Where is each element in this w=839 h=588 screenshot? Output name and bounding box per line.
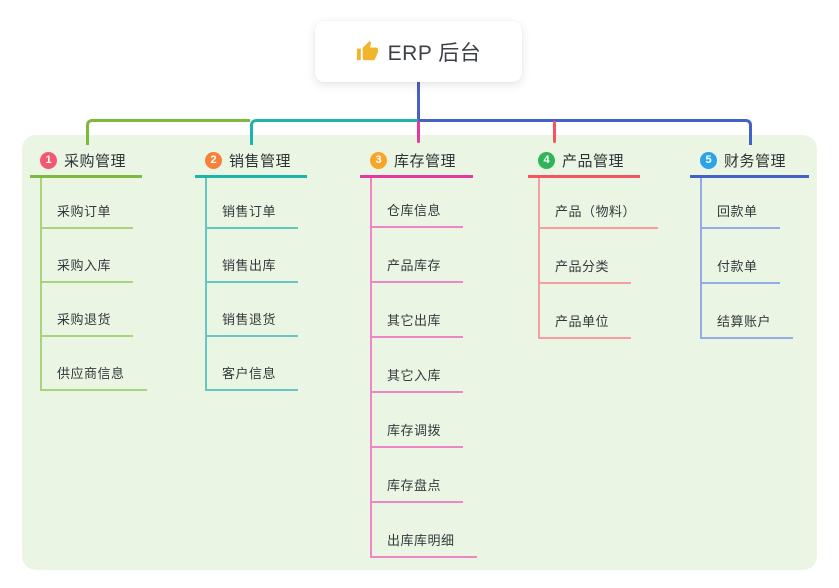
connector-branch-1 [86,119,250,145]
mindmap-node[interactable]: 仓库信息 [372,200,464,228]
mindmap-node[interactable]: 其它出库 [372,310,464,338]
branch-badge-1: 1 [40,152,57,169]
branch-label: 产品管理 [562,153,625,170]
connector-branch-5 [418,119,752,145]
branch-node-sales[interactable]: 2 销售管理 [195,146,307,178]
branches-panel [22,135,817,570]
mindmap-node[interactable]: 库存盘点 [372,475,464,503]
branch-children: 仓库信息 产品库存 其它出库 其它入库 库存调拨 库存盘点 出库库明细 [370,178,477,558]
connector-root-trunk [417,82,420,120]
mindmap-node[interactable]: 采购退货 [42,309,134,337]
mindmap-node[interactable]: 产品分类 [540,256,632,284]
mindmap-node[interactable]: 采购订单 [42,201,134,229]
mindmap-node[interactable]: 销售订单 [207,201,299,229]
branch-badge-5: 5 [700,152,717,169]
mindmap-node[interactable]: 产品库存 [372,255,464,283]
branch-children: 销售订单 销售出库 销售退货 客户信息 [205,178,299,391]
mindmap-node[interactable]: 采购入库 [42,255,134,283]
branch-badge-4: 4 [538,152,555,169]
branch-badge-2: 2 [205,152,222,169]
branch-label: 销售管理 [229,153,292,170]
branch-children: 回款单 付款单 结算账户 [700,178,794,339]
mindmap-node[interactable]: 产品单位 [540,311,632,339]
thumbs-up-icon [356,40,379,63]
mindmap-node[interactable]: 回款单 [702,201,780,229]
mindmap-node[interactable]: 出库库明细 [372,530,477,558]
mindmap-node[interactable]: 供应商信息 [42,363,147,391]
branch-label: 财务管理 [724,153,787,170]
branch-node-purchase[interactable]: 1 采购管理 [30,146,142,178]
branch-children: 产品（物料） 产品分类 产品单位 [538,178,659,339]
mindmap-node[interactable]: 客户信息 [207,363,299,391]
branch-badge-3: 3 [370,152,387,169]
branch-node-inventory[interactable]: 3 库存管理 [360,146,473,178]
mindmap-node[interactable]: 销售退货 [207,309,299,337]
connector-branch-2 [250,119,418,145]
connector-branch-3 [417,121,420,143]
branch-label: 库存管理 [394,153,457,170]
mindmap-node[interactable]: 库存调拨 [372,420,464,448]
mindmap-node[interactable]: 付款单 [702,256,780,284]
branch-node-product[interactable]: 4 产品管理 [528,146,640,178]
branch-node-finance[interactable]: 5 财务管理 [690,146,809,178]
branch-label: 采购管理 [64,153,127,170]
mindmap-node[interactable]: 结算账户 [702,311,794,339]
connector-branch-4 [553,121,556,143]
root-node[interactable]: ERP 后台 [315,21,522,82]
mindmap-node[interactable]: 产品（物料） [540,201,659,229]
branch-children: 采购订单 采购入库 采购退货 供应商信息 [40,178,147,391]
mindmap-node[interactable]: 其它入库 [372,365,464,393]
mindmap-node[interactable]: 销售出库 [207,255,299,283]
root-node-label: ERP 后台 [387,41,482,65]
